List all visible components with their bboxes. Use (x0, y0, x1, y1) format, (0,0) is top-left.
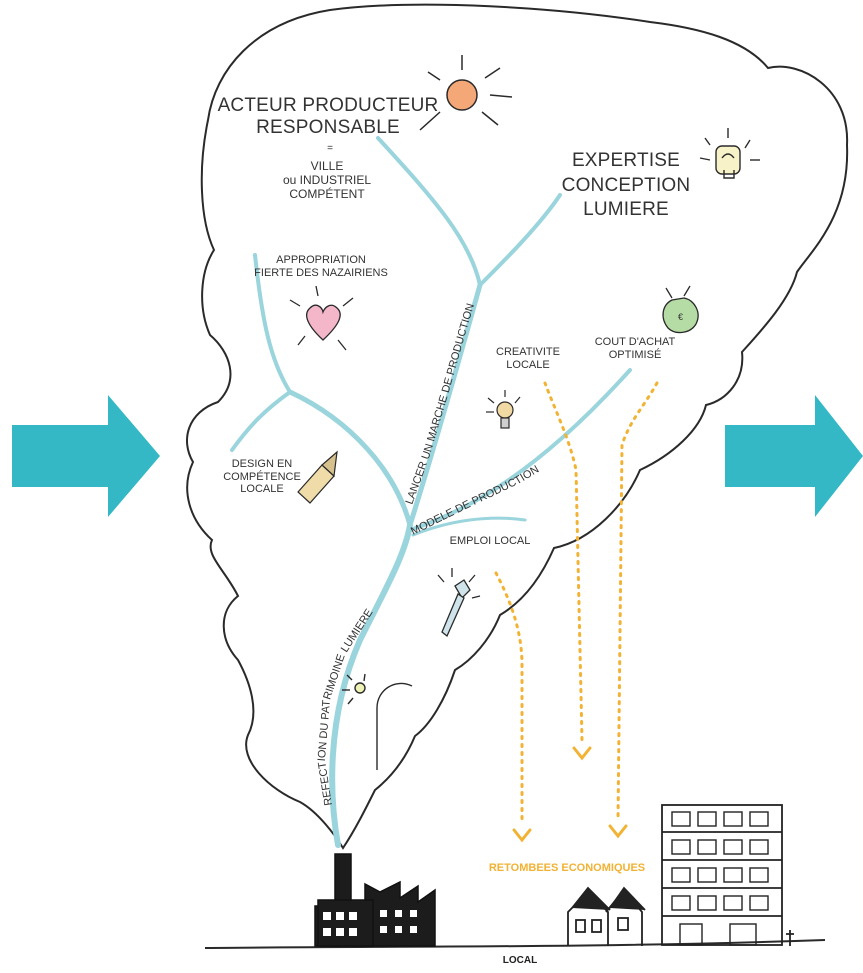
wrench-icon (437, 568, 481, 638)
ground-line (204, 939, 826, 949)
sun-icon (419, 55, 513, 131)
label-retombees: RETOMBEES ECONOMIQUES (488, 862, 646, 874)
creativity-lightbulb-icon (486, 390, 521, 429)
label-ville: VILLE ou INDUSTRIEL COMPÉTENT (282, 159, 372, 201)
branch-label-refection: REFECTION DU PATRIMOINE LUMIERE (316, 607, 376, 806)
label-equals: = (327, 143, 333, 154)
svg-text:€: € (678, 312, 683, 322)
label-appropriation: APPROPRIATION FIERTE DES NAZAIRIENS (254, 254, 388, 279)
label-acteur: ACTEUR PRODUCTEUR RESPONSABLE (217, 95, 439, 138)
heart-icon (289, 285, 354, 351)
economic-flow-arrowheads (512, 746, 628, 843)
branch-label-modele: MODELE DE PRODUCTION (409, 463, 541, 537)
money-bag-icon: € (662, 285, 699, 334)
branch-label-lancer: LANCER UN MARCHE DE PRODUCTION (404, 302, 477, 506)
economic-flow-lines (494, 381, 659, 822)
label-emploi: EMPLOI LOCAL (449, 535, 531, 547)
label-creativite: CREATIVITE LOCALE (496, 346, 560, 371)
label-cout: COUT D'ACHAT OPTIMISÉ (594, 336, 676, 361)
label-expertise: EXPERTISE CONCEPTION LUMIERE (561, 150, 691, 221)
arrow-right-icon-right (725, 395, 863, 517)
street-lamp-icon (342, 673, 413, 770)
label-local: LOCAL (502, 955, 538, 966)
smoke-cloud-outline (186, 3, 849, 850)
tree-branches (230, 136, 632, 848)
building-icon (661, 804, 794, 946)
label-design: DESIGN EN COMPÉTENCE LOCALE (223, 458, 301, 496)
factory-icon (314, 853, 436, 947)
houses-icon (567, 886, 646, 946)
lightbulb-icon (699, 128, 760, 179)
arrow-right-icon-left (12, 395, 160, 517)
pencil-icon (297, 450, 338, 504)
